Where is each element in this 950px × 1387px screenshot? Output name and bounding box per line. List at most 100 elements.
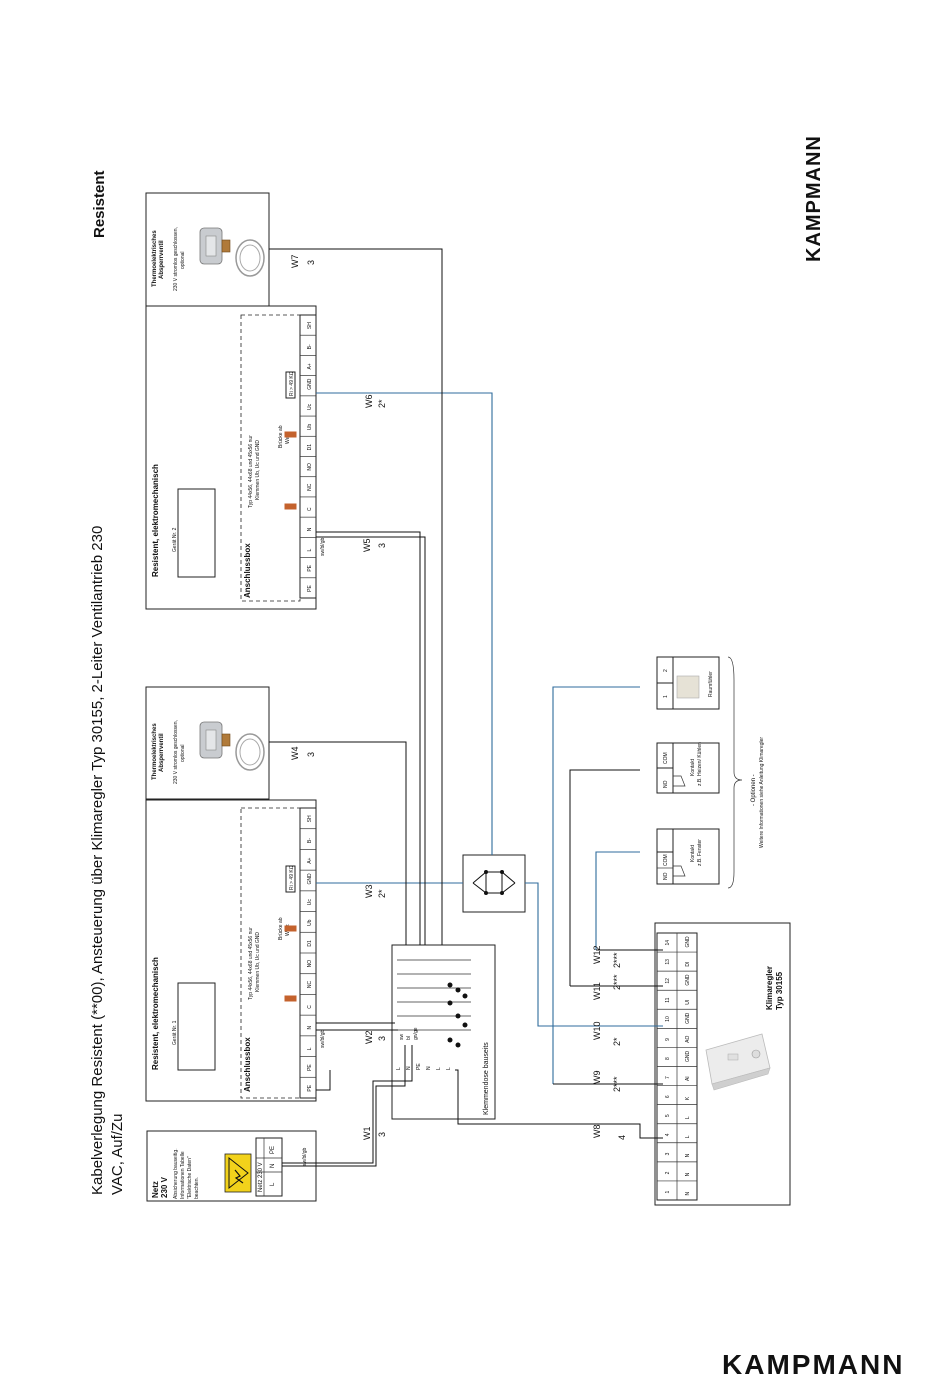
unit-1-terminal-pe: PE xyxy=(307,1084,313,1091)
unit-1-terminal-b: B- xyxy=(307,838,313,843)
option-2-label-2: z.B. Heizen/ Kühlen xyxy=(697,742,703,786)
unit-1-terminal-gnd: GND xyxy=(307,873,313,885)
controller-terminal-name-11: UI xyxy=(685,1000,691,1005)
netz-note-2: Informationen Tabelle xyxy=(180,1151,186,1199)
controller-terminal-number-14: 14 xyxy=(665,940,671,946)
valve-2-title: Thermoelektrisches xyxy=(152,230,158,287)
wire-label-w12: W12 xyxy=(592,945,602,964)
controller-terminal-number-13: 13 xyxy=(665,959,671,965)
klemmendose-row-4: N xyxy=(426,1066,432,1070)
unit-2-terminal-pe: PE xyxy=(307,564,313,571)
netz-wire-colors: sw/bl/gb xyxy=(302,1147,308,1166)
unit-2-terminal-nc: NC xyxy=(307,483,313,491)
wire-count-w5: 3 xyxy=(377,543,387,548)
klemmendose-row-2: N xyxy=(406,1066,412,1070)
wire-count-w2: 3 xyxy=(377,1036,387,1041)
netz-box: Netz 230 V Absicherung bauseitig. Inform… xyxy=(146,1130,317,1202)
wire-count-w12: 2*** xyxy=(612,952,622,968)
controller-terminal-number-12: 12 xyxy=(665,978,671,984)
controller-terminal-name-14: GND xyxy=(685,936,691,948)
controller-terminal-number-11: 11 xyxy=(665,997,671,1002)
unit-1-terminal-no: NO xyxy=(307,960,313,968)
unit-1-terminal-uc: Uc xyxy=(307,899,313,906)
controller-type: Typ 30155 xyxy=(775,971,784,1010)
unit-2-terminal-n: N xyxy=(307,527,313,531)
room-sensor-icon xyxy=(676,675,700,699)
wire-count-w11: 2*** xyxy=(612,974,622,990)
unit-1-terminal-l: L xyxy=(307,1047,313,1050)
controller-terminal-number-8: 8 xyxy=(665,1057,671,1060)
controller-terminal-name-12: GND xyxy=(685,974,691,986)
netz-note-1: Absicherung bauseitig. xyxy=(173,1148,179,1199)
wire-count-w1: 3 xyxy=(377,1132,387,1137)
option-heat-cool-contact: NO COM Kontakt z.B. Heizen/ Kühlen xyxy=(656,742,720,794)
options: - Optionen - Weitere Informationen siehe… xyxy=(656,656,765,889)
unit-1-bridge-note-1: Brücke ab xyxy=(278,917,284,940)
wire-label-w5: W5 xyxy=(362,539,372,553)
controller-terminal-number-9: 9 xyxy=(665,1038,671,1041)
unit-1-terminal-a: A+ xyxy=(307,857,313,863)
page-title: Kabelverlegung Resistent (**00), Ansteue… xyxy=(89,526,106,1195)
unit-2-terminal-pe: PE xyxy=(307,585,313,592)
unit-1-terminal-nc: NC xyxy=(307,980,313,988)
option-2-terminal-NO: NO xyxy=(663,780,669,788)
wire-label-w11: W11 xyxy=(592,982,602,1000)
klemmendose-color-3: gn/ge xyxy=(413,1027,419,1040)
options-label: - Optionen - xyxy=(751,774,757,806)
controller-terminal-name-9: AO xyxy=(685,1036,691,1043)
option-1-terminal-COM: COM xyxy=(663,854,669,866)
product-name: Resistent xyxy=(91,170,108,238)
unit-1: Resistent, elektromechanisch Gerät Nr. 1… xyxy=(145,799,326,1102)
controller-title: Klimaregler xyxy=(765,966,774,1010)
unit-1-terminal-d1: D1 xyxy=(307,940,313,947)
option-window-contact: NO COM Kontakt z.B. Fenster xyxy=(656,828,720,885)
controller-terminal-name-2: N xyxy=(685,1172,691,1176)
controller-terminal-number-7: 7 xyxy=(665,1076,671,1079)
valve-1-note-1: 230 V stromlos geschlossen, xyxy=(173,720,179,784)
controller-terminal-name-3: N xyxy=(685,1153,691,1157)
brand-logo-bottom: KAMPMANN xyxy=(722,1349,904,1380)
wire-label-w10: W10 xyxy=(592,1021,602,1040)
unit-2-bridge-note-2: Werk xyxy=(285,432,291,444)
wire-label-w4: W4 xyxy=(290,747,300,761)
unit-1-resistor: Ri > 49 KΩ xyxy=(289,865,295,890)
controller-terminal-name-4: L xyxy=(685,1135,691,1138)
controller-terminal-name-5: L xyxy=(685,1116,691,1119)
wire-label-w6: W6 xyxy=(364,395,374,409)
option-2-label-1: Kontakt xyxy=(690,758,696,776)
wires xyxy=(269,248,663,1167)
unit-2-bridge-2 xyxy=(284,431,297,438)
unit-1-wire-colors: sw/bl/gb xyxy=(320,1029,326,1048)
netz-voltage: 230 V xyxy=(160,1176,169,1198)
wire-count-w7: 3 xyxy=(306,260,316,265)
unit-2-box-label: Anschlussbox xyxy=(243,543,252,598)
controller-terminal-number-4: 4 xyxy=(665,1133,671,1136)
controller-terminal-number-2: 2 xyxy=(665,1171,671,1174)
valve-2-note-1: 230 V stromlos geschlossen, xyxy=(173,227,179,291)
unit-1-bridge-2 xyxy=(284,925,297,932)
netz-terminal-L: L xyxy=(270,1182,276,1186)
wire-label-w8: W8 xyxy=(592,1125,602,1139)
wire-count-w10: 2* xyxy=(612,1037,622,1046)
unit-2-terminal-a: A+ xyxy=(307,363,313,369)
wire-count-w3: 2* xyxy=(377,889,387,898)
unit-2-wire-colors: sw/bl/gb xyxy=(320,537,326,556)
unit-2-terminal-gnd: GND xyxy=(307,378,313,390)
controller-terminal-number-1: 1 xyxy=(665,1190,671,1193)
valve-2-icon xyxy=(199,227,265,277)
valve-1-note-2: optional xyxy=(180,744,186,762)
option-1-terminal-NO: NO xyxy=(663,872,669,880)
unit-1-terminal-n: N xyxy=(307,1026,313,1030)
unit-2-terminal-d1: D1 xyxy=(307,444,313,451)
netz-terminal-N: N xyxy=(270,1164,276,1168)
controller-terminal-name-10: GND xyxy=(685,1012,691,1024)
unit-2-bridge-note-1: Brücke ab xyxy=(278,425,284,448)
unit-1-terminal-ub: Ub xyxy=(307,919,313,926)
klemmendose-label: Klemmendose bauseits xyxy=(483,1042,490,1115)
option-1-label-1: Kontakt xyxy=(690,844,696,862)
unit-1-terminal-sh: SH xyxy=(307,815,313,822)
controller-terminal-number-5: 5 xyxy=(665,1114,671,1117)
